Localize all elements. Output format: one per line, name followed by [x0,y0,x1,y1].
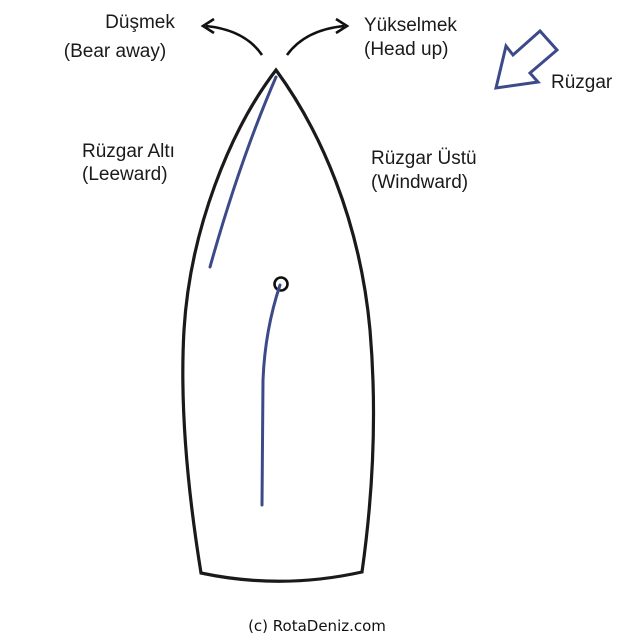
boat-hull [181,67,376,583]
windward-label-en: (Windward) [371,172,469,193]
head-up-label-en: (Head up) [364,39,449,60]
leeward-label-en: (Leeward) [82,164,168,185]
bear-away-label-tr: Düşmek [105,12,175,33]
leeward-label-tr: Rüzgar Altı [82,141,175,162]
windward-label-tr: Rüzgar Üstü [371,148,477,169]
head-up-label-tr: Yükselmek [364,15,457,36]
mainsail-line [260,283,282,507]
bear-away-label-en: (Bear away) [63,41,167,62]
copyright-credit: (c) RotaDeniz.com [248,617,386,635]
wind-arrow-icon [494,28,560,90]
mast-icon [273,276,289,292]
jib-sail-line [208,75,278,269]
head-up-arrow-icon [285,17,350,56]
wind-label: Rüzgar [551,72,613,93]
bear-away-arrow-icon [200,17,264,56]
